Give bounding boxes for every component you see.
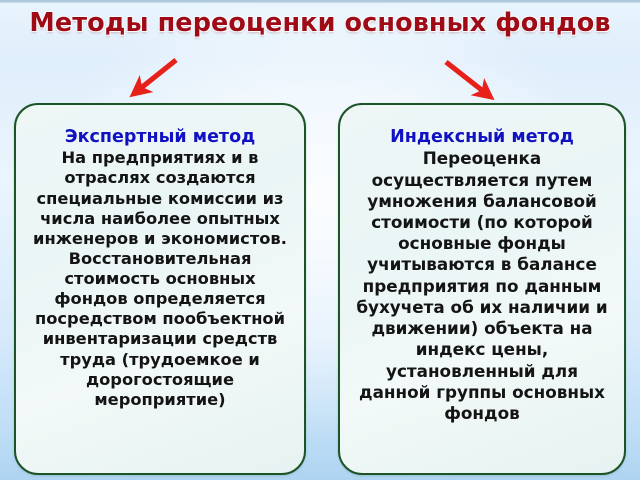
method-card-expert-heading: Экспертный метод bbox=[64, 127, 256, 147]
method-card-index-heading: Индексный метод bbox=[390, 127, 574, 147]
page-title: Методы переоценки основных фондов bbox=[29, 8, 611, 38]
method-card-expert-body: На предприятиях и в отраслях создаются с… bbox=[33, 148, 287, 409]
arrow-to-index-icon bbox=[444, 59, 495, 101]
method-card-index-body: Переоценка осуществляется путем умножени… bbox=[356, 148, 608, 424]
method-card-index: Индексный метод Переоценка осуществляетс… bbox=[338, 103, 626, 475]
arrow-to-expert-icon bbox=[129, 57, 178, 98]
method-card-expert: Экспертный метод На предприятиях и в отр… bbox=[14, 103, 306, 475]
